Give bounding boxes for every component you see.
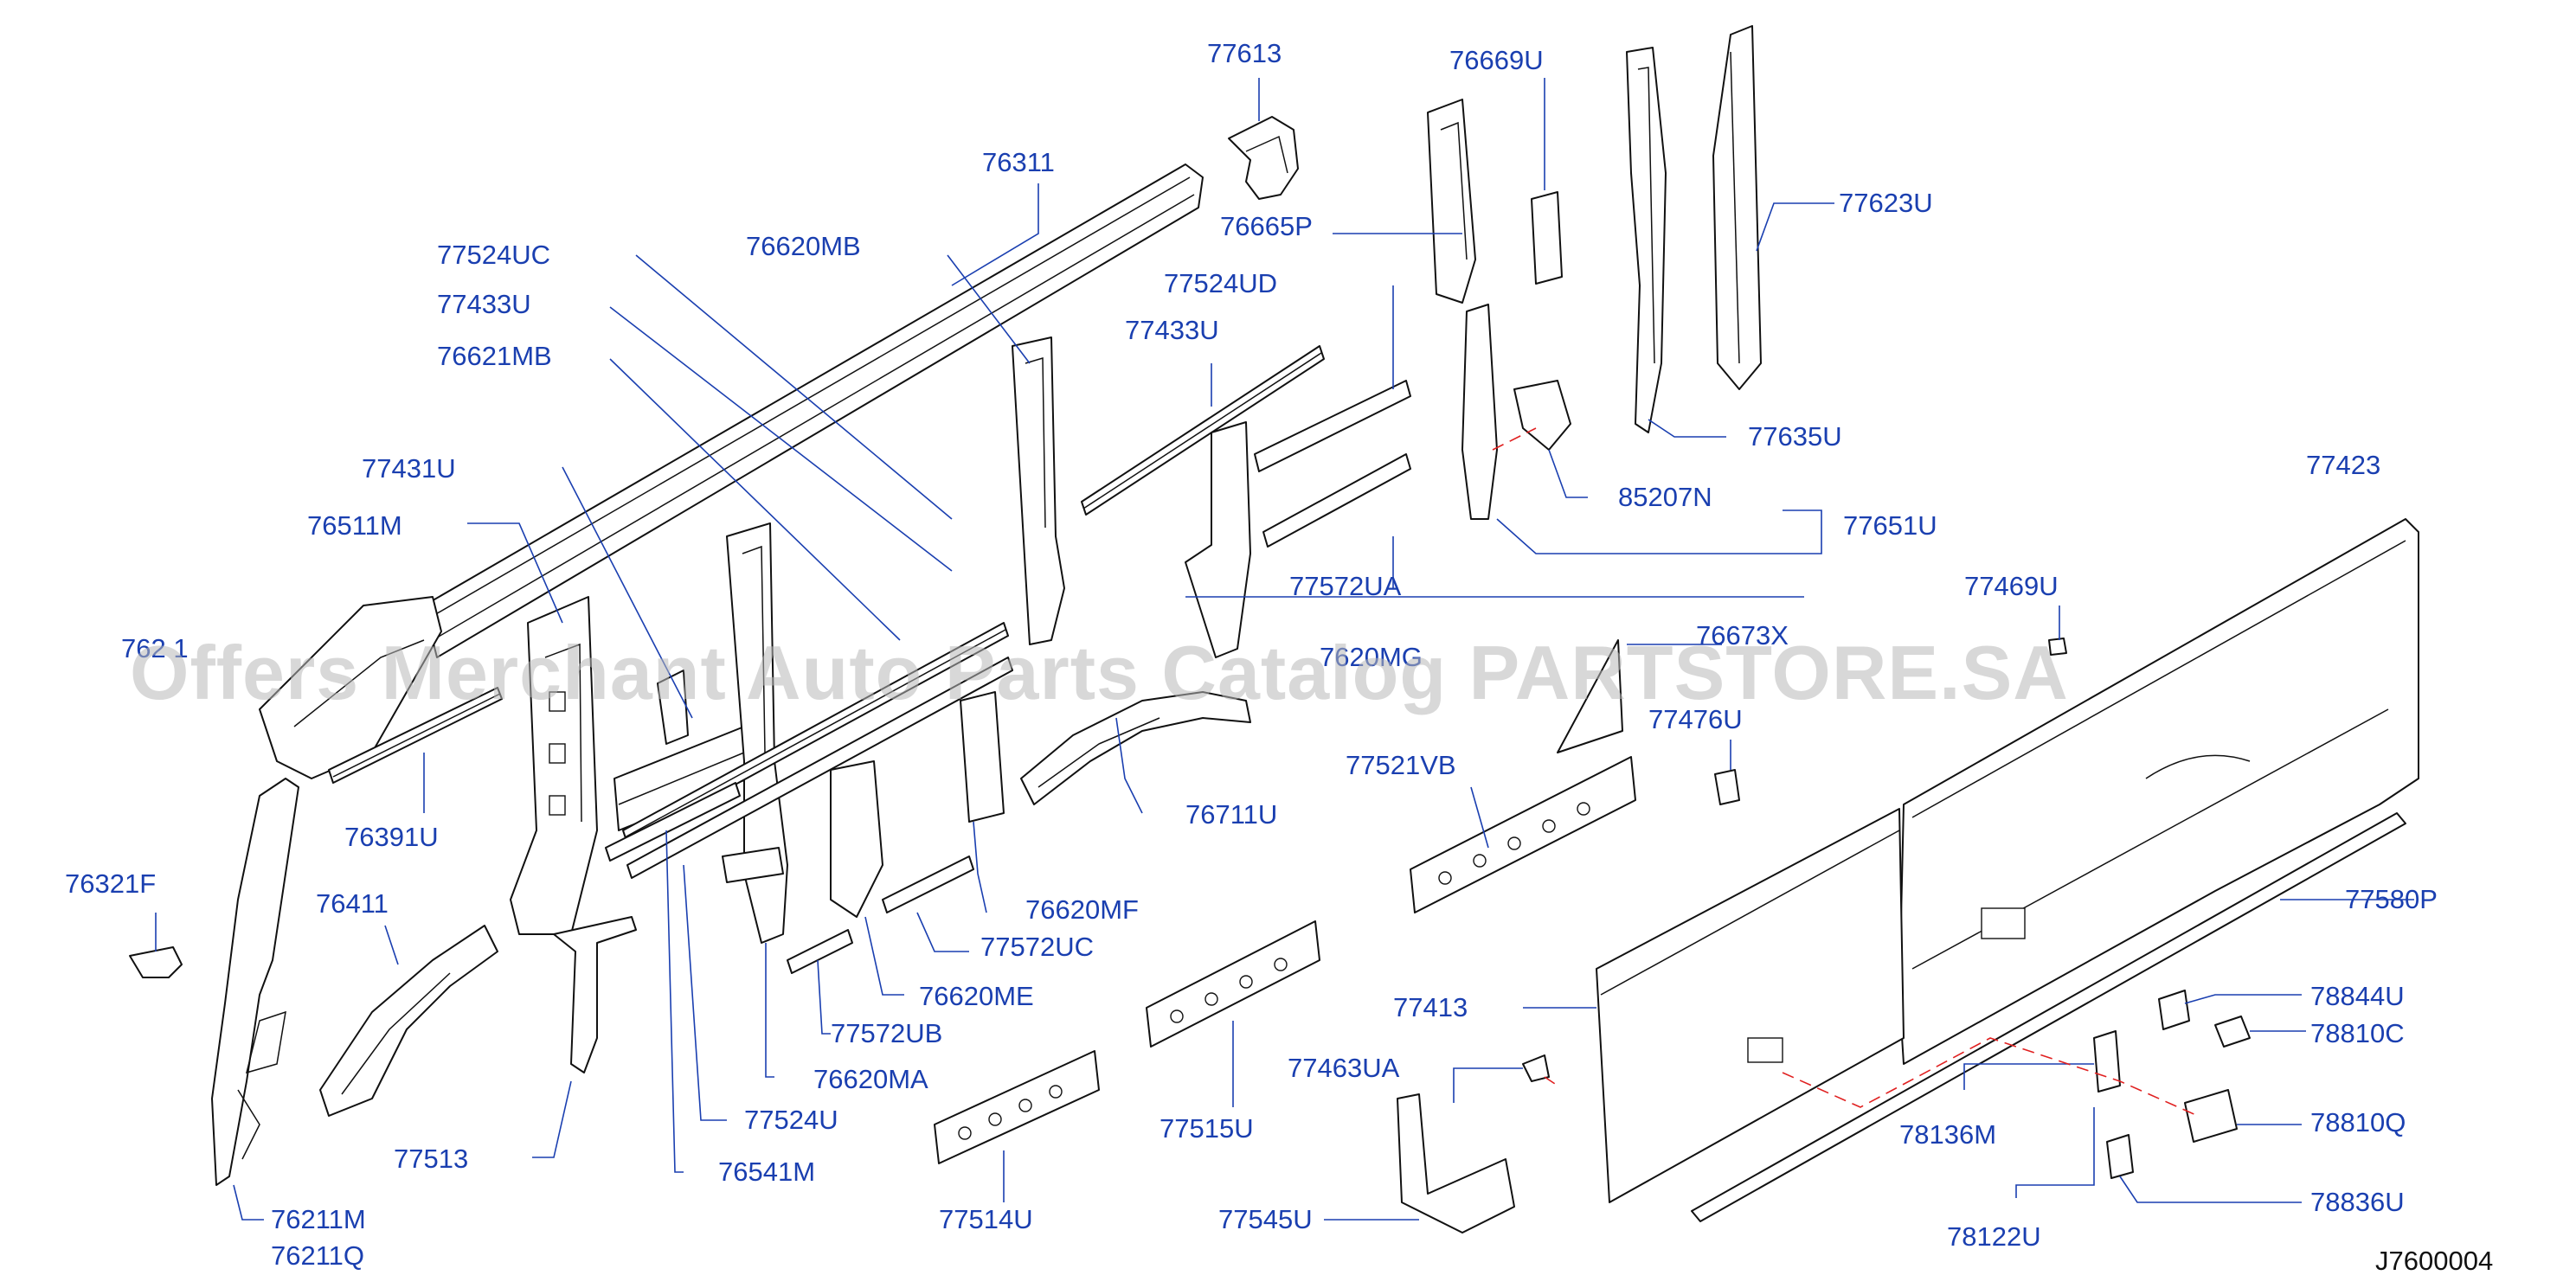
part-76673X xyxy=(1557,639,1623,753)
part-77623U xyxy=(1712,25,1762,390)
part-76620MA-pillar xyxy=(722,522,788,944)
part-76620MB-pillar xyxy=(1012,336,1065,645)
part-78136M xyxy=(2093,1030,2121,1093)
label-78122U[interactable]: 78122U xyxy=(1947,1221,2041,1252)
label-77572UC[interactable]: 77572UC xyxy=(980,932,1094,962)
label-77413[interactable]: 77413 xyxy=(1393,992,1468,1022)
label-77524UC[interactable]: 77524UC xyxy=(437,240,550,270)
part-78810Q xyxy=(2184,1089,2238,1143)
part-77433U-strip xyxy=(1081,345,1325,516)
label-76620MA[interactable]: 76620MA xyxy=(813,1064,928,1094)
label-77623U[interactable]: 77623U xyxy=(1839,188,1933,218)
part-76511M-pillar xyxy=(510,596,598,935)
label-77433U-right[interactable]: 77433U xyxy=(1125,315,1219,345)
label-76669U[interactable]: 76669U xyxy=(1449,45,1544,75)
label-76673X-partial[interactable]: 76673X xyxy=(1696,620,1789,650)
part-labels: 77613 76669U 76311 76665P 77623U 77524UC… xyxy=(65,38,2438,1271)
part-76541M xyxy=(605,782,741,862)
label-76620MB[interactable]: 76620MB xyxy=(746,231,861,261)
label-77521VB[interactable]: 77521VB xyxy=(1346,750,1456,780)
label-78810Q[interactable]: 78810Q xyxy=(2310,1107,2406,1137)
part-78810C xyxy=(2214,1016,2251,1048)
label-76211M[interactable]: 76211M xyxy=(271,1204,366,1234)
part-77514U xyxy=(934,1050,1100,1164)
part-77572UC xyxy=(882,855,974,913)
part-77463UA xyxy=(1522,1054,1550,1082)
part-77572UB xyxy=(787,929,853,974)
label-76321F[interactable]: 76321F xyxy=(65,868,156,899)
label-78810C[interactable]: 78810C xyxy=(2310,1018,2405,1048)
part-76669U xyxy=(1531,191,1563,285)
part-77413-panel xyxy=(1596,808,1905,1203)
label-77524U[interactable]: 77524U xyxy=(744,1105,838,1135)
label-78836U[interactable]: 78836U xyxy=(2310,1187,2405,1217)
part-sill-members xyxy=(622,622,1013,879)
label-77423[interactable]: 77423 xyxy=(2306,450,2380,480)
part-77613 xyxy=(1228,116,1299,200)
label-77463UA[interactable]: 77463UA xyxy=(1288,1053,1400,1083)
part-76665P xyxy=(1427,99,1476,304)
part-76391U xyxy=(328,687,503,784)
label-77524UD[interactable]: 77524UD xyxy=(1164,268,1277,298)
part-77580P-strip xyxy=(1691,812,2406,1222)
part-78836U xyxy=(2106,1134,2134,1179)
label-77545U[interactable]: 77545U xyxy=(1218,1204,1313,1234)
label-77572UA[interactable]: 77572UA xyxy=(1289,571,1402,601)
part-77651U xyxy=(1461,304,1498,520)
part-85207N xyxy=(1513,380,1571,451)
leader-lines xyxy=(155,78,2414,1221)
label-76211Q[interactable]: 76211Q xyxy=(271,1240,364,1271)
part-78844U xyxy=(2158,990,2190,1030)
part-77545U xyxy=(1397,1093,1515,1234)
label-76620MF[interactable]: 76620MF xyxy=(1025,894,1139,925)
label-76391U[interactable]: 76391U xyxy=(344,822,439,852)
part-77515U xyxy=(1146,920,1320,1048)
label-77515U[interactable]: 77515U xyxy=(1160,1113,1254,1144)
dashed-guides xyxy=(1492,427,2199,1117)
label-77513[interactable]: 77513 xyxy=(394,1144,468,1174)
label-76511M[interactable]: 76511M xyxy=(307,510,402,541)
part-77476U xyxy=(1714,769,1740,805)
watermark-text: Offers Merchant Auto Parts Catalog PARTS… xyxy=(130,630,2069,715)
part-rear-corner-panel xyxy=(211,596,442,1186)
part-76321F xyxy=(129,946,183,978)
label-76621MB[interactable]: 76621MB xyxy=(437,341,552,371)
part-76311-roof-rail xyxy=(423,163,1204,658)
label-76541M[interactable]: 76541M xyxy=(718,1157,815,1187)
part-77635U xyxy=(1626,47,1667,433)
label-85207N[interactable]: 85207N xyxy=(1618,482,1712,512)
part-77524UD-strip xyxy=(1254,380,1411,548)
label-77635U[interactable]: 77635U xyxy=(1748,421,1842,452)
label-77469U[interactable]: 77469U xyxy=(1964,571,2059,601)
part-77431U xyxy=(613,670,749,831)
label-76665P[interactable]: 76665P xyxy=(1220,211,1313,241)
label-7620MG-partial[interactable]: 7620MG xyxy=(1320,642,1423,672)
label-78844U[interactable]: 78844U xyxy=(2310,981,2405,1011)
part-77521VB xyxy=(1410,756,1636,913)
part-76711U-wheelarch xyxy=(1020,691,1251,805)
label-76711U[interactable]: 76711U xyxy=(1185,799,1277,830)
part-76411-wheelarch xyxy=(319,925,498,1117)
label-77572UB[interactable]: 77572UB xyxy=(831,1018,942,1048)
label-77433U-left[interactable]: 77433U xyxy=(437,289,531,319)
figure-code: J7600004 xyxy=(2375,1246,2493,1276)
label-76411[interactable]: 76411 xyxy=(316,888,389,919)
label-77651U[interactable]: 77651U xyxy=(1843,510,1937,541)
part-7620MG-pillar xyxy=(1185,421,1251,658)
part-76620MF xyxy=(960,691,1005,823)
label-77476U[interactable]: 77476U xyxy=(1648,704,1743,734)
label-76620ME[interactable]: 76620ME xyxy=(919,981,1034,1011)
label-77514U[interactable]: 77514U xyxy=(939,1204,1033,1234)
label-762-partial[interactable]: 762 1 xyxy=(121,633,189,663)
part-76620ME xyxy=(830,760,883,918)
label-77580P[interactable]: 77580P xyxy=(2345,884,2438,914)
label-77431U[interactable]: 77431U xyxy=(362,453,456,484)
label-76311[interactable]: 76311 xyxy=(982,147,1055,177)
part-77513 xyxy=(553,916,637,1073)
label-77613[interactable]: 77613 xyxy=(1207,38,1282,68)
label-78136M[interactable]: 78136M xyxy=(1899,1119,1996,1150)
